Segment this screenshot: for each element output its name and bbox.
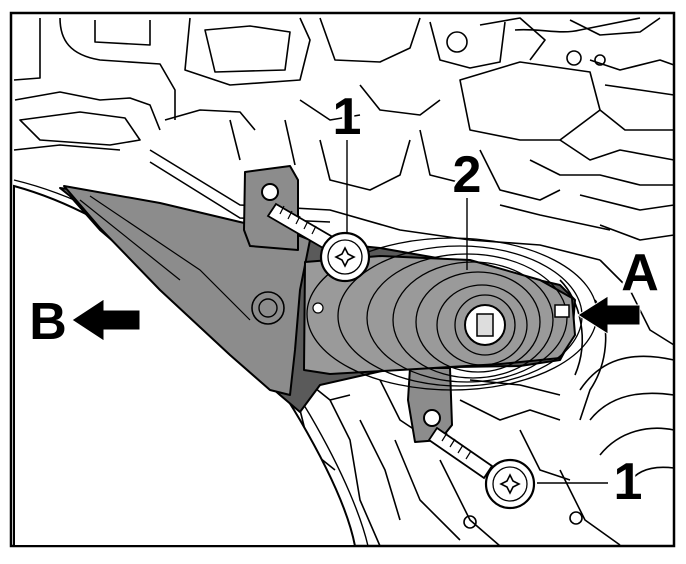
arrow-left-icon — [577, 295, 641, 335]
screw-icon — [427, 426, 536, 510]
side-marker-lamp — [59, 165, 598, 443]
arrow-left-icon — [71, 298, 141, 342]
callout-lamp: 2 — [453, 146, 482, 204]
leader-lines — [346, 140, 608, 484]
callout-screw-top: 1 — [333, 88, 362, 146]
label-direction-b: B — [29, 293, 67, 351]
callout-labels: 1 2 1 A B — [27, 86, 662, 514]
label-direction-a: A — [621, 244, 659, 302]
screw-icon — [266, 202, 371, 283]
callout-screw-bottom: 1 — [614, 453, 643, 511]
